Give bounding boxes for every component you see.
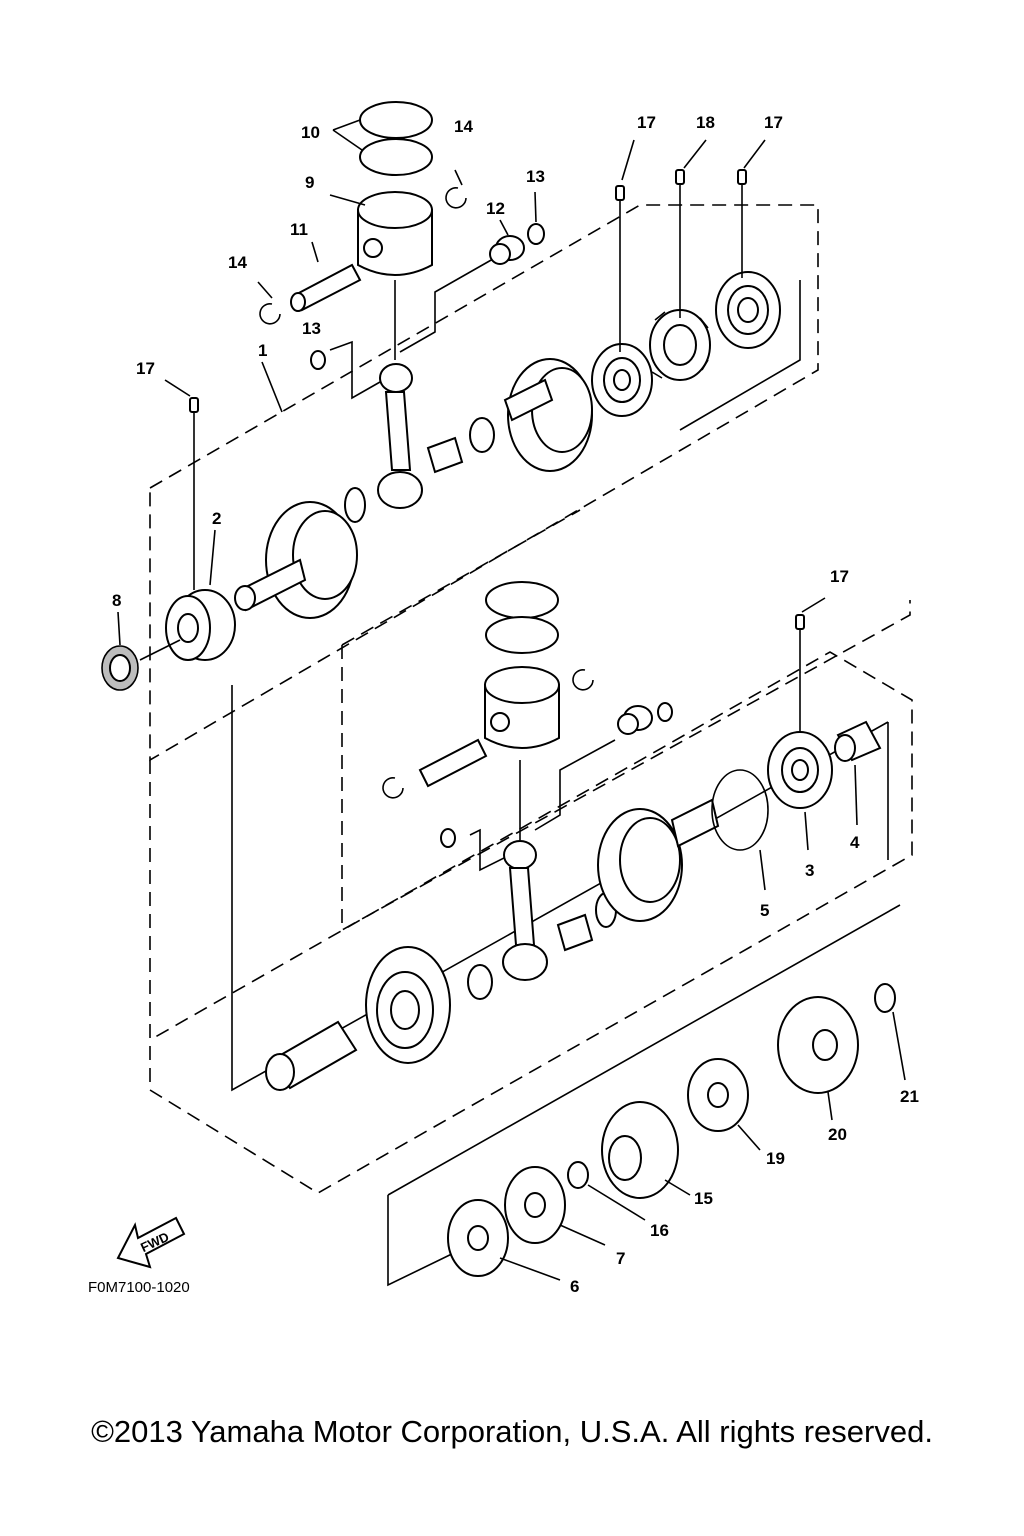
circlip-upper-left [259, 303, 281, 325]
inner-cylinder-outline-2 [341, 509, 581, 646]
label-1: 1 [258, 341, 267, 360]
damper-hub-15 [601, 1101, 691, 1199]
connecting-rod-bottom [502, 760, 548, 981]
connecting-rod-top [377, 280, 423, 509]
thrust-washer-bottom-right [657, 702, 673, 722]
leader-14a [454, 169, 463, 186]
main-bearing-upper-b [715, 271, 781, 349]
crank-web-lower-right [597, 798, 720, 922]
leader-14b [257, 281, 273, 299]
label-5: 5 [760, 901, 769, 920]
thrust-washer-bottom-left [440, 828, 456, 848]
label-13b: 13 [302, 319, 321, 338]
label-16: 16 [650, 1221, 669, 1240]
piston-bottom [484, 666, 560, 749]
main-bearing-right [767, 731, 833, 851]
label-20: 20 [828, 1125, 847, 1144]
collar-16 [567, 1161, 646, 1221]
snap-ring [711, 769, 769, 891]
drawing-code: F0M7100-1020 [88, 1279, 190, 1296]
label-17c: 17 [136, 359, 155, 378]
piston-rings-top [332, 101, 433, 176]
label-3: 3 [805, 861, 814, 880]
oil-seal [101, 611, 181, 691]
circlip-lower-right [572, 669, 594, 691]
label-10: 10 [301, 123, 320, 142]
label-4: 4 [850, 833, 860, 852]
thrust-washer-top-right [527, 223, 545, 245]
damper-19 [687, 1058, 761, 1151]
dowel-pins [164, 139, 826, 740]
label-14b: 14 [228, 253, 247, 272]
crank-shaft-end [265, 1020, 358, 1091]
oil-pump-frame [387, 904, 901, 1287]
bushing [834, 720, 882, 826]
crank-washer-top-a [344, 487, 366, 523]
label-21: 21 [900, 1087, 919, 1106]
label-6: 6 [570, 1277, 579, 1296]
needle-bearing-top [489, 219, 525, 265]
coupling-20 [777, 996, 859, 1121]
connector-upper-2 [399, 254, 501, 353]
label-7: 7 [616, 1249, 625, 1268]
label-14a: 14 [454, 117, 473, 136]
leader-1 [261, 361, 283, 413]
label-15: 15 [694, 1189, 713, 1208]
crank-washer-bottom-a [467, 964, 493, 1000]
label-2: 2 [212, 509, 221, 528]
label-13a: 13 [526, 167, 545, 186]
circlip-upper-right [445, 187, 467, 209]
piston-top [329, 191, 433, 276]
crank-pin-bearing-top [426, 436, 464, 474]
fwd-label: FWD [138, 1229, 171, 1255]
label-17a: 17 [637, 113, 656, 132]
leader-13a [534, 191, 537, 223]
label-9: 9 [305, 173, 314, 192]
main-bearing-left [165, 529, 236, 661]
needle-bearing-bottom [617, 705, 653, 735]
crank-web-upper-left [234, 501, 358, 619]
label-17b: 17 [764, 113, 783, 132]
crank-pin-bearing-bottom [556, 913, 594, 952]
label-12: 12 [486, 199, 505, 218]
thrust-washer-top-left [310, 350, 326, 370]
label-11: 11 [290, 220, 308, 239]
piston-pin-bottom [418, 738, 488, 788]
inner-cylinder-outline [341, 600, 911, 932]
label-17d: 17 [830, 567, 849, 586]
crank-frame-upper-right [679, 280, 801, 431]
connector-lower-2 [534, 739, 616, 831]
crank-web-upper-right [503, 358, 593, 472]
piston-rings-bottom [485, 581, 559, 654]
main-bearing-lower-center [365, 946, 451, 1064]
lower-assembly-outline [149, 651, 913, 1194]
washer-21 [874, 983, 906, 1081]
label-18: 18 [696, 113, 715, 132]
label-19: 19 [766, 1149, 785, 1168]
crank-washer-top-b [469, 417, 495, 453]
labyrinth-seal-upper [649, 309, 711, 381]
copyright-notice: ©2013 Yamaha Motor Corporation, U.S.A. A… [91, 1414, 933, 1449]
fwd-arrow-icon: FWD [116, 1216, 186, 1269]
piston-pin-top [290, 241, 362, 312]
connector-lower [469, 828, 511, 872]
main-bearing-upper-a [591, 343, 653, 417]
connector-upper [329, 340, 381, 400]
upper-assembly-outline [149, 204, 819, 762]
pulley-6 [447, 1199, 561, 1281]
washer-7 [504, 1166, 606, 1246]
label-8: 8 [112, 591, 121, 610]
circlip-lower-left [382, 777, 404, 799]
